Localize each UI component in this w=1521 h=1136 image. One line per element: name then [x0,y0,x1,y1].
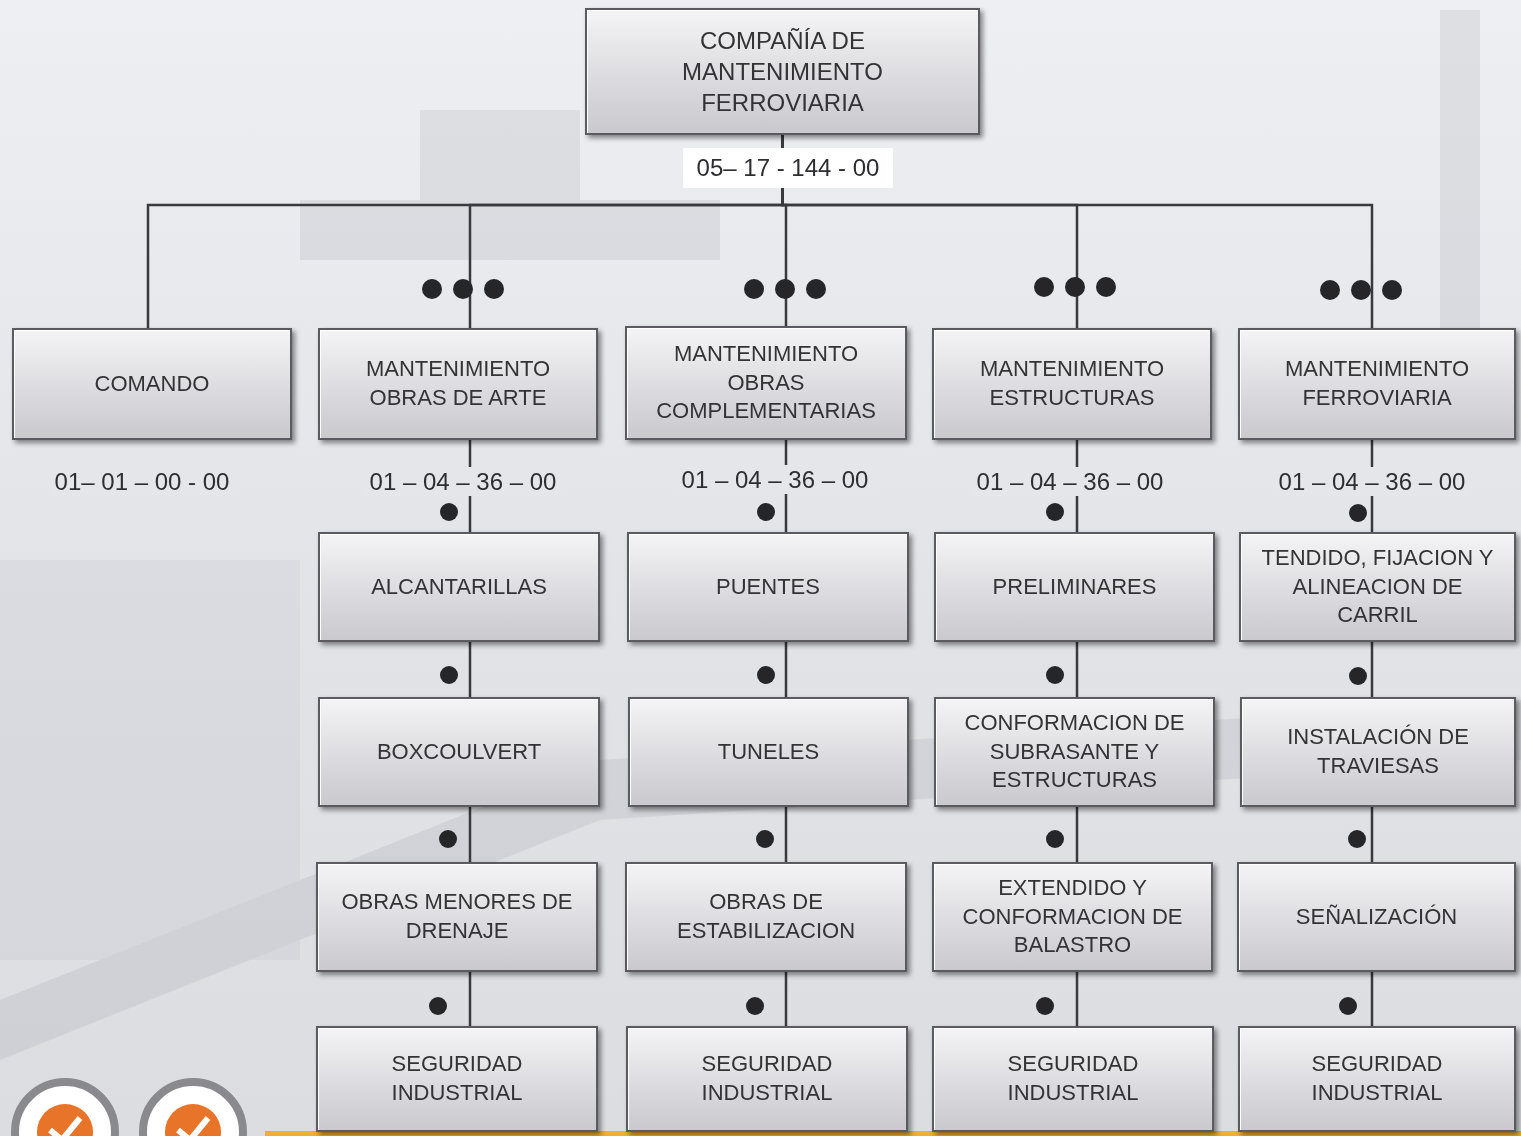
connector-line [1371,972,1374,1026]
connector-line [1076,642,1079,697]
unit-box: SEGURIDAD INDUSTRIAL [932,1026,1214,1132]
connector-line [1371,642,1374,697]
connector-line [1371,807,1374,862]
unit-box: MANTENIMIENTO OBRAS DE ARTE [318,328,598,440]
box-label: COMPAÑÍA DE MANTENIMIENTO FERROVIARIA [627,25,938,119]
root-box: COMPAÑÍA DE MANTENIMIENTO FERROVIARIA [585,8,980,135]
code-number: 01– 01 – 00 - 00 [50,467,235,496]
box-label: SEGURIDAD INDUSTRIAL [638,1050,896,1107]
certification-logo [143,1082,243,1136]
box-label: SEGURIDAD INDUSTRIAL [1250,1050,1504,1107]
connector-line [469,972,472,1026]
box-label: OBRAS MENORES DE DRENAJE [328,888,586,945]
box-label: SEGURIDAD INDUSTRIAL [944,1050,1202,1107]
box-label: COMANDO [95,370,210,399]
code-number: 01 – 04 – 36 – 00 [972,467,1169,496]
connector-line [1076,972,1079,1026]
box-label: SEÑALIZACIÓN [1296,903,1457,932]
connector-line [785,642,788,697]
unit-box: PRELIMINARES [934,532,1215,642]
box-label: OBRAS DE ESTABILIZACION [637,888,895,945]
unit-box: MANTENIMIENTO OBRAS COMPLEMENTARIAS [625,326,907,440]
code-number: 05– 17 - 144 - 00 [683,148,894,188]
unit-box: BOXCOULVERT [318,697,600,807]
box-label: CONFORMACION DE SUBRASANTE Y ESTRUCTURAS [946,709,1203,795]
unit-box: TENDIDO, FIJACION Y ALINEACION DE CARRIL [1239,532,1516,642]
unit-box: INSTALACIÓN DE TRAVIESAS [1240,697,1516,807]
box-label: ALCANTARILLAS [371,573,547,602]
unit-box: COMANDO [12,328,292,440]
unit-box: SEGURIDAD INDUSTRIAL [1238,1026,1516,1132]
unit-box: SEGURIDAD INDUSTRIAL [316,1026,598,1132]
faded-photo [0,10,1521,1060]
unit-box: PUENTES [627,532,909,642]
connector-line [469,807,472,862]
box-label: PRELIMINARES [993,573,1157,602]
unit-box: MANTENIMIENTO ESTRUCTURAS [932,328,1212,440]
unit-box: TUNELES [628,697,909,807]
code-number: 01 – 04 – 36 – 00 [1274,467,1471,496]
certification-logo [15,1082,115,1136]
box-label: BOXCOULVERT [377,738,541,767]
connector-line [1076,807,1079,862]
box-label: MANTENIMIENTO OBRAS COMPLEMENTARIAS [637,340,895,426]
box-label: MANTENIMIENTO OBRAS DE ARTE [330,355,586,412]
code-number: 01 – 04 – 36 – 00 [677,465,874,494]
box-label: TENDIDO, FIJACION Y ALINEACION DE CARRIL [1251,544,1504,630]
box-label: PUENTES [716,573,820,602]
unit-box: OBRAS MENORES DE DRENAJE [316,862,598,972]
unit-box: MANTENIMIENTO FERROVIARIA [1238,328,1516,440]
box-label: INSTALACIÓN DE TRAVIESAS [1252,723,1504,780]
connector-line [469,642,472,697]
connector-line [785,972,788,1026]
code-number: 01 – 04 – 36 – 00 [365,467,562,496]
unit-box: ALCANTARILLAS [318,532,600,642]
connector-line [785,807,788,862]
box-label: SEGURIDAD INDUSTRIAL [328,1050,586,1107]
box-label: TUNELES [718,738,819,767]
box-label: EXTENDIDO Y CONFORMACION DE BALASTRO [944,874,1201,960]
unit-box: CONFORMACION DE SUBRASANTE Y ESTRUCTURAS [934,697,1215,807]
unit-box: SEGURIDAD INDUSTRIAL [626,1026,908,1132]
unit-box: SEÑALIZACIÓN [1237,862,1516,972]
box-label: MANTENIMIENTO ESTRUCTURAS [944,355,1200,412]
box-label: MANTENIMIENTO FERROVIARIA [1250,355,1504,412]
unit-box: OBRAS DE ESTABILIZACION [625,862,907,972]
unit-box: EXTENDIDO Y CONFORMACION DE BALASTRO [932,862,1213,972]
